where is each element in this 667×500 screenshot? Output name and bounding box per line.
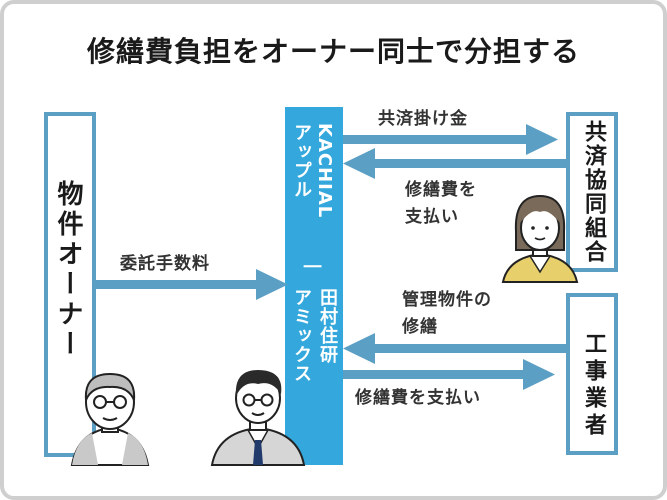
- arrow-mutual-fee: [343, 124, 558, 155]
- page-title: 修繕費負担をオーナー同士で分担する: [86, 35, 580, 68]
- contractor-box: [566, 293, 618, 455]
- owner-label: 物件オーナー: [53, 180, 83, 360]
- label-commission: 委託手数料: [120, 254, 210, 274]
- label-pay-repair-bottom: 修繕費を支払い: [355, 388, 481, 408]
- cooperative-box: [566, 112, 618, 272]
- label-pay-repair-top: 修繕費を 支払い: [405, 180, 477, 227]
- company-divider: |: [303, 263, 324, 271]
- staff-man-illustration: [210, 370, 306, 466]
- arrow-pay-repair-top: [343, 148, 566, 179]
- company-label-tamura: 田村住研 アミックス: [291, 288, 338, 383]
- company-label-kachial: KACHIAL アップル: [291, 123, 335, 219]
- cooperative-label: 共済協同組合: [581, 120, 606, 264]
- management-company-bar: [285, 107, 343, 465]
- label-managed-property-repair: 管理物件の 修繕: [402, 290, 492, 337]
- arrow-managed-property-repair: [343, 333, 566, 364]
- cooperative-staff-illustration: [501, 194, 579, 283]
- arrow-commission: [96, 269, 288, 300]
- arrow-pay-repair-bottom: [343, 359, 555, 390]
- label-mutual-fee: 共済掛け金: [378, 109, 468, 129]
- older-owner-illustration: [70, 372, 150, 466]
- contractor-label: 工事業者: [581, 332, 606, 440]
